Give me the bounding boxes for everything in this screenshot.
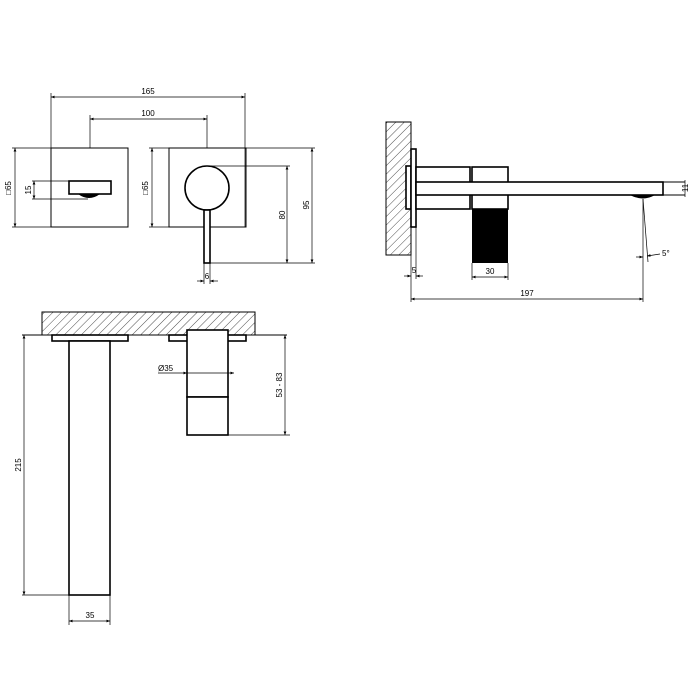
front-view: 165 100 □65 15 □65 80 95 6 bbox=[4, 87, 315, 284]
dim-label-lever-width: 6 bbox=[205, 272, 210, 281]
dim-label-center-distance: 100 bbox=[141, 109, 155, 118]
dim-label-slot-height: 15 bbox=[24, 185, 33, 194]
dim-label-plate-thickness: 5 bbox=[412, 266, 417, 275]
spout bbox=[415, 181, 664, 196]
dim-label-knob-width: 30 bbox=[486, 267, 495, 276]
dim-label-mixer-plate: □65 bbox=[141, 181, 150, 195]
spout-slot bbox=[68, 180, 112, 195]
dim-label-wall-depth-range: 53 - 83 bbox=[275, 372, 284, 397]
dim-label-outlet-angle: 5° bbox=[662, 249, 670, 258]
dim-label-spout-plate: □65 bbox=[4, 181, 13, 195]
mixer-body bbox=[186, 329, 229, 398]
dim-label-overall-width: 165 bbox=[141, 87, 155, 96]
dim-label-handle-height: 80 bbox=[278, 210, 287, 219]
handle-lever bbox=[203, 209, 211, 264]
side-view: 11 5° 5 30 197 bbox=[385, 121, 690, 302]
dim-label-spout-width: 35 bbox=[86, 611, 95, 620]
knurled-knob bbox=[472, 209, 508, 263]
top-view: Ø35 53 - 83 215 35 bbox=[14, 311, 290, 625]
aerator bbox=[78, 194, 100, 198]
dim-label-total-height: 95 bbox=[302, 200, 311, 209]
spout-plate bbox=[50, 147, 129, 228]
dim-label-spout-length: 215 bbox=[14, 458, 23, 472]
dim-label-spout-projection: 197 bbox=[520, 289, 534, 298]
dim-label-spout-thickness: 11 bbox=[681, 183, 690, 192]
dim-label-body-diameter: Ø35 bbox=[158, 364, 174, 373]
spout-column bbox=[68, 340, 111, 596]
handle-knob bbox=[184, 165, 230, 211]
